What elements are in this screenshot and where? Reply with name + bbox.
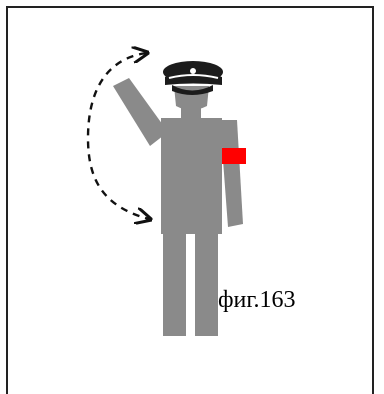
dashed-curved-arrow-icon (88, 53, 149, 219)
left-leg (163, 232, 186, 336)
torso (161, 118, 222, 234)
lowered-arm (220, 120, 243, 227)
right-leg (195, 232, 218, 336)
raised-arm (113, 78, 168, 146)
armband (222, 148, 246, 164)
figure-caption: фиг.163 (218, 287, 296, 314)
